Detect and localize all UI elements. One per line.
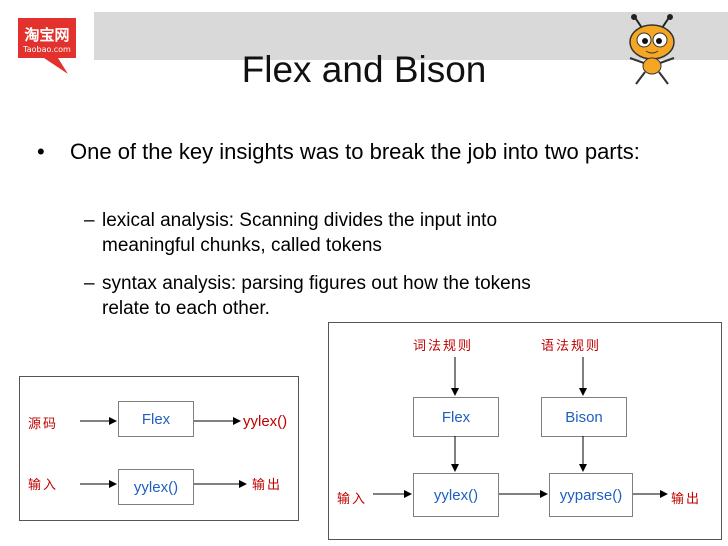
sub-bullet-syntax-line2: relate to each other. — [102, 298, 270, 319]
logo-brand-cn: 淘宝网 — [23, 26, 69, 44]
yylex-output-label: yylex() — [243, 413, 288, 430]
grammar-rules-label: 语法规则 — [541, 339, 602, 354]
sub-bullet-lexical-line1: lexical analysis: Scanning divides the i… — [102, 210, 498, 231]
header-bar — [94, 12, 728, 60]
logo-brand-en: Taobao.com — [22, 45, 71, 54]
input-label: 输入 — [28, 478, 59, 493]
taobao-logo: 淘宝网 Taobao.com — [14, 16, 80, 76]
yyparse-block: yyparse() — [549, 473, 633, 517]
input-label: 输入 — [337, 492, 368, 507]
sub-bullet-syntax-line1: syntax analysis: parsing figures out how… — [102, 273, 531, 294]
output-label: 输出 — [252, 478, 283, 493]
sub-bullet-lexical-line2: meaningful chunks, called tokens — [102, 235, 382, 256]
yylex-block: yylex() — [413, 473, 499, 517]
flex-bison-diagram-box: 词法规则 语法规则 Flex Bison yylex() yyparse() 输… — [328, 322, 722, 540]
main-bullet-text: One of the key insights was to break the… — [70, 139, 640, 164]
flex-block: Flex — [413, 397, 499, 437]
slide-title: Flex and Bison — [241, 49, 487, 90]
yylex-block: yylex() — [118, 469, 194, 505]
lex-rules-label: 词法规则 — [413, 339, 474, 354]
flex-block: Flex — [118, 401, 194, 437]
flex-diagram-box: 源码 输入 输出 Flex yylex() yylex() — [19, 376, 299, 521]
bison-block: Bison — [541, 397, 627, 437]
ant-mascot-icon — [618, 14, 686, 88]
left-diagram-arrows — [80, 417, 247, 488]
bullet-dot: • — [37, 139, 45, 164]
output-label: 输出 — [671, 492, 702, 507]
source-code-label: 源码 — [28, 417, 59, 432]
right-diagram-arrows — [373, 357, 668, 498]
